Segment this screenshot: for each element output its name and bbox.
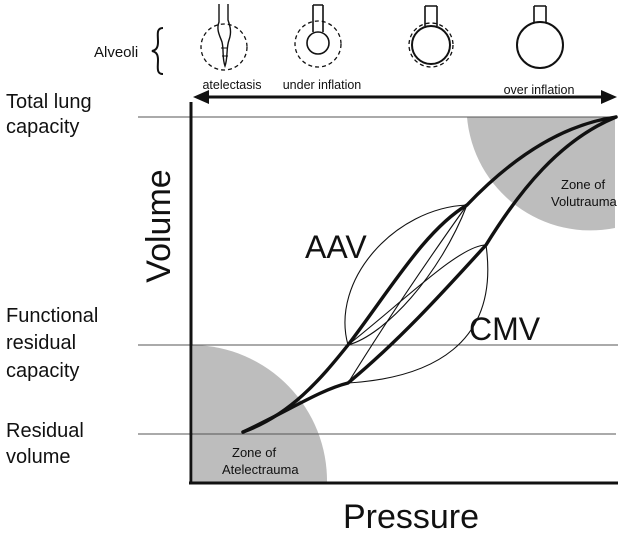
underinflated-alveolus-icon (294, 4, 342, 68)
rv-label-line2: volume (6, 446, 70, 468)
tlc-label-line2: capacity (6, 116, 79, 138)
rv-label-line1: Residual (6, 420, 84, 442)
atelectrauma-zone (193, 345, 328, 483)
over-inflation-label: over inflation (504, 83, 575, 97)
inspiratory-limb (241, 115, 618, 434)
inflation-range-arrow (193, 90, 617, 104)
volutrauma-label-line1: Zone of (561, 177, 605, 192)
frc-label-line3: capacity (6, 360, 79, 382)
cmv-label: CMV (469, 311, 541, 347)
thin-cycle-lines (344, 204, 489, 384)
x-axis-label: Pressure (343, 498, 479, 534)
frc-label-line1: Functional (6, 305, 98, 327)
pressure-volume-loop (241, 115, 618, 434)
frc-label-line2: residual (6, 332, 76, 354)
volutrauma-label-line2: Volutrauma (551, 194, 618, 209)
volutrauma-zone (467, 117, 615, 231)
expiratory-limb (241, 115, 618, 434)
tlc-label-line1: Total lung (6, 91, 92, 113)
alveoli-brace (151, 27, 164, 75)
normal-alveolus-icon (408, 5, 454, 68)
aav-label: AAV (305, 229, 367, 265)
atelectrauma-label-line1: Zone of (232, 445, 276, 460)
y-axis-label: Volume (140, 169, 178, 282)
alveoli-label: Alveoli (94, 44, 138, 61)
collapsed-alveolus-icon (200, 4, 248, 71)
under-inflation-label: under inflation (283, 78, 362, 92)
atelectrauma-label-line2: Atelectrauma (222, 462, 299, 477)
atelectasis-label: atelectasis (202, 78, 261, 92)
overinflated-alveolus-icon (516, 5, 564, 69)
